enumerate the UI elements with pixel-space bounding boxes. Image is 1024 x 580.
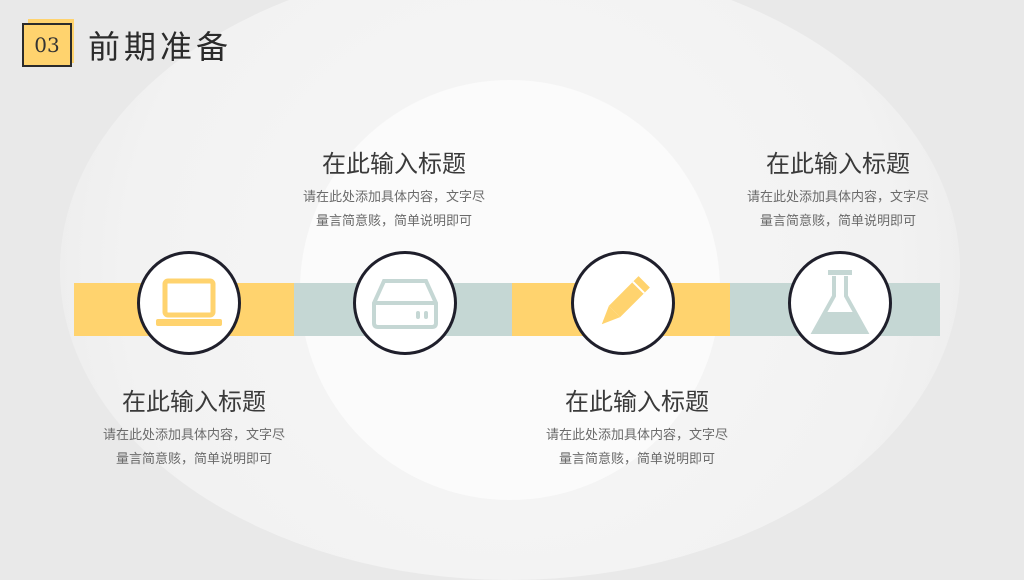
step-circle-1 — [137, 251, 241, 355]
step-title: 在此输入标题 — [565, 388, 709, 416]
step-desc-line: 量言简意赅，简单说明即可 — [558, 452, 715, 467]
flask-icon — [810, 270, 870, 334]
step-desc-line: 请在此处添加具体内容，文字尽 — [102, 428, 285, 443]
step-desc-line: 量言简意赅，简单说明即可 — [115, 452, 272, 467]
pencil-icon — [601, 276, 650, 325]
step-desc-line: 量言简意赅，简单说明即可 — [759, 214, 916, 229]
step-text-2: 在此输入标题 请在此处添加具体内容，文字尽 量言简意赅，简单说明即可 — [274, 148, 514, 234]
step-title: 在此输入标题 — [322, 150, 466, 178]
step-circle-3 — [571, 251, 675, 355]
step-text-3: 在此输入标题 请在此处添加具体内容，文字尽 量言简意赅，简单说明即可 — [517, 386, 757, 472]
step-text-1: 在此输入标题 请在此处添加具体内容，文字尽 量言简意赅，简单说明即可 — [74, 386, 314, 472]
step-text-4: 在此输入标题 请在此处添加具体内容，文字尽 量言简意赅，简单说明即可 — [718, 148, 958, 234]
step-title: 在此输入标题 — [766, 150, 910, 178]
section-number: 03 — [34, 33, 60, 57]
step-circle-2 — [353, 251, 457, 355]
step-circle-4 — [788, 251, 892, 355]
page-title: 前期准备 — [88, 28, 233, 66]
laptop-icon — [156, 278, 222, 326]
step-desc-line: 请在此处添加具体内容，文字尽 — [545, 428, 728, 443]
section-number-badge: 03 — [22, 19, 74, 67]
hard-drive-icon — [372, 279, 438, 329]
step-title: 在此输入标题 — [122, 388, 266, 416]
step-desc-line: 请在此处添加具体内容，文字尽 — [302, 190, 485, 205]
step-desc-line: 量言简意赅，简单说明即可 — [315, 214, 472, 229]
step-desc-line: 请在此处添加具体内容，文字尽 — [746, 190, 929, 205]
